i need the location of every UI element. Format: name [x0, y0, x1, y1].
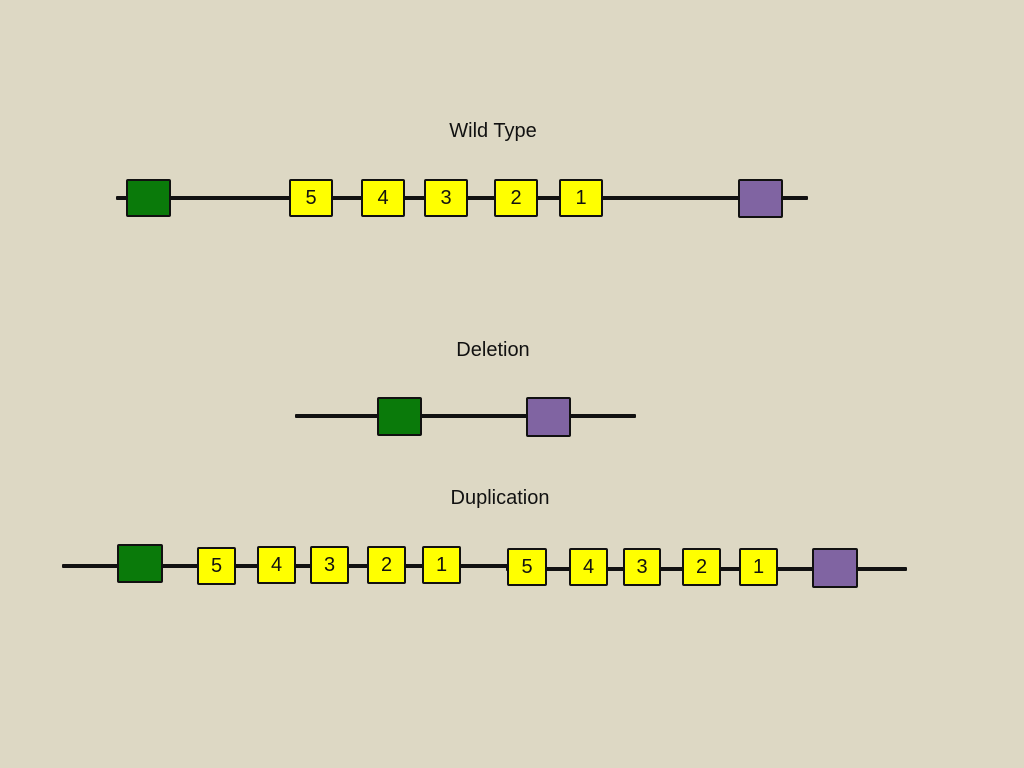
duplication-copy2-exon-4: 4: [569, 548, 608, 586]
duplication-right-flank-box: [812, 548, 858, 588]
duplication-copy1-exon-2: 2: [367, 546, 406, 584]
duplication-copy1-exon-1: 1: [422, 546, 461, 584]
wild-type-exon-2: 2: [494, 179, 538, 217]
deletion-right-flank-box: [526, 397, 571, 437]
wild-type-exon-5: 5: [289, 179, 333, 217]
wild-type-exon-1: 1: [559, 179, 603, 217]
wild-type-title: Wild Type: [449, 120, 537, 142]
duplication-copy2-exon-5: 5: [507, 548, 547, 586]
duplication-copy1-exon-4: 4: [257, 546, 296, 584]
wild-type-exon-3: 3: [424, 179, 468, 217]
duplication-title: Duplication: [450, 487, 550, 509]
deletion-title: Deletion: [456, 339, 530, 361]
duplication-copy2-exon-1: 1: [739, 548, 778, 586]
duplication-copy2-exon-3: 3: [623, 548, 661, 586]
wild-type-right-flank-box: [738, 179, 783, 218]
duplication-copy1-exon-3: 3: [310, 546, 349, 584]
wild-type-exon-4: 4: [361, 179, 405, 217]
duplication-left-flank-box: [117, 544, 163, 583]
duplication-copy1-exon-5: 5: [197, 547, 236, 585]
wild-type-left-flank-box: [126, 179, 171, 217]
deletion-left-flank-box: [377, 397, 422, 436]
deletion-chromosome-line: [295, 414, 636, 418]
duplication-copy2-exon-2: 2: [682, 548, 721, 586]
